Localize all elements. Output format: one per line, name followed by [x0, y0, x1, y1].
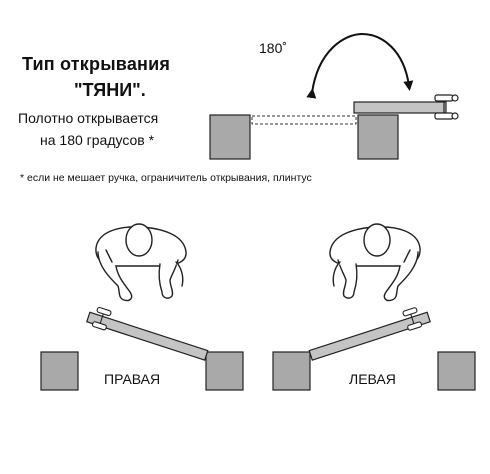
left-variant-handle-icon: [402, 307, 423, 331]
right-variant-door-leaf: [86, 311, 209, 361]
left-variant-right-jamb: [437, 351, 476, 391]
right-variant-handle-icon: [91, 306, 112, 331]
left-door-diagram: [272, 223, 476, 391]
rotation-arrow: [306, 32, 414, 99]
right-door-diagram: [40, 223, 244, 391]
title-line-2: "ТЯНИ".: [74, 80, 146, 100]
variant-label-right: ПРАВАЯ: [104, 371, 161, 387]
door-open-position: [353, 101, 447, 114]
title-line-1: Тип открывания: [22, 54, 171, 74]
left-variant-door-leaf: [308, 311, 431, 361]
angle-label: 180˚: [259, 40, 288, 56]
right-jamb: [357, 114, 399, 160]
right-variant-right-jamb: [205, 351, 244, 391]
top-opening-diagram: [209, 32, 459, 160]
left-variant-left-jamb: [272, 351, 311, 391]
person-pulling-right-icon: [95, 223, 187, 302]
door-handle-icon: [434, 94, 459, 120]
right-variant-left-jamb: [40, 351, 79, 391]
description-line-2: на 180 градусов *: [40, 132, 155, 148]
description-line-1: Полотно открывается: [18, 110, 159, 126]
person-pulling-left-icon: [329, 223, 421, 302]
footnote: * если не мешает ручка, ограничитель отк…: [20, 172, 312, 184]
door-closed-position-dashed: [251, 115, 357, 125]
variant-label-left: ЛЕВАЯ: [349, 371, 396, 387]
left-jamb: [209, 114, 251, 160]
